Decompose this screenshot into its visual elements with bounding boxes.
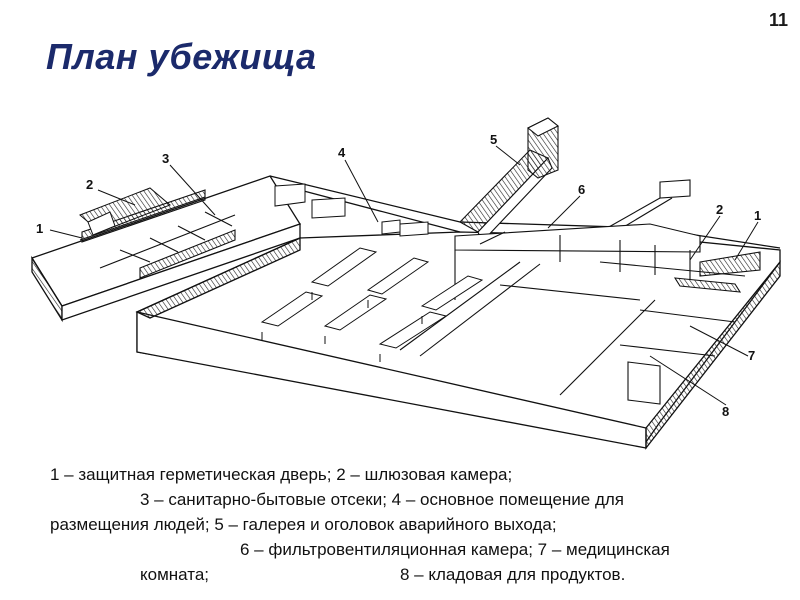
page-title: План убежища	[46, 36, 317, 77]
callout-1-left: 1	[36, 221, 43, 236]
legend-line-4: 6 – фильтровентиляционная камера; 7 – ме…	[240, 540, 670, 559]
legend-line-2: 3 – санитарно-бытовые отсеки; 4 – основн…	[140, 490, 625, 509]
callout-2-left: 2	[86, 177, 93, 192]
page-number: 11	[768, 10, 788, 30]
callout-7: 7	[748, 348, 755, 363]
callout-8: 8	[722, 404, 729, 419]
callout-leaders	[49, 145, 759, 406]
right-wing-rooms	[454, 223, 761, 405]
callout-3: 3	[162, 151, 169, 166]
legend-line-5a: комната;	[140, 565, 210, 584]
left-entrance-steps	[79, 187, 171, 236]
benches	[260, 247, 484, 362]
outer-walls	[31, 175, 781, 450]
callout-4: 4	[338, 145, 346, 160]
callout-2-right: 2	[716, 202, 723, 217]
legend-line-3: размещения людей; 5 – галерея и оголовок…	[50, 515, 557, 534]
callout-6: 6	[578, 182, 585, 197]
callout-5: 5	[490, 132, 497, 147]
emergency-exit-gallery	[459, 117, 560, 244]
equipment-blocks	[274, 183, 429, 237]
callout-1-right: 1	[754, 208, 761, 223]
hall-partitions	[399, 261, 656, 396]
legend-line-1: 1 – защитная герметическая дверь; 2 – шл…	[50, 465, 513, 484]
legend-line-5b: 8 – кладовая для продуктов.	[400, 565, 626, 584]
